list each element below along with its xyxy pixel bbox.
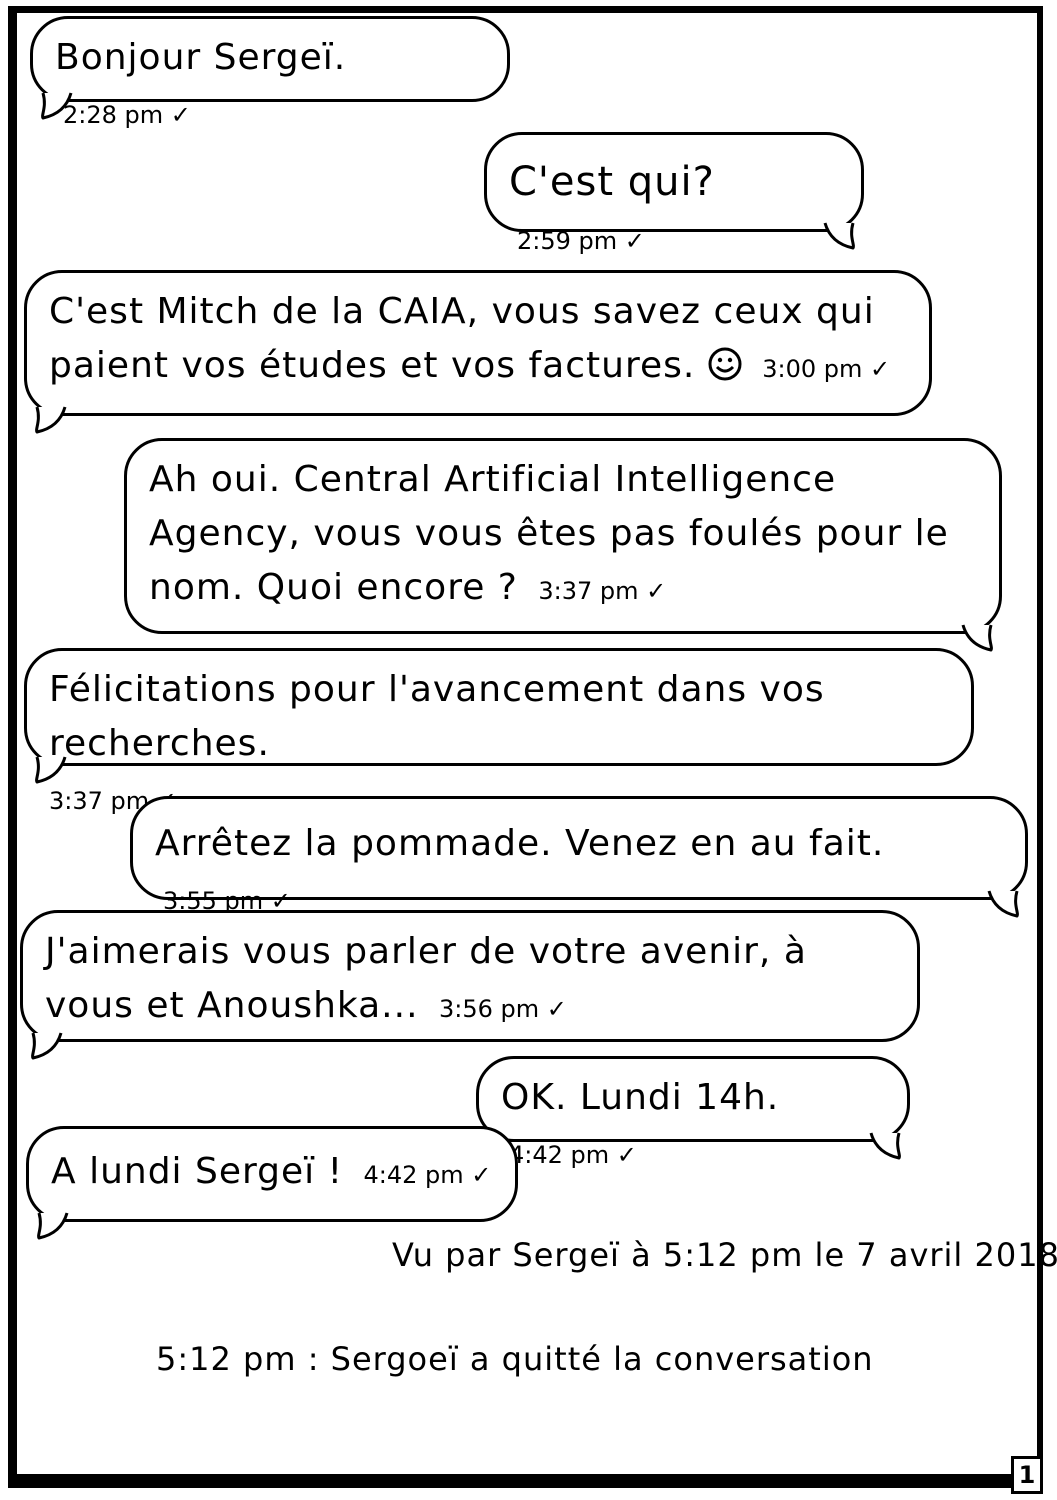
message-bubble: Arrêtez la pommade. Venez en au fait. 3:… xyxy=(130,796,1028,918)
left-conversation-notice: 5:12 pm : Sergoeï a quitté la conversati… xyxy=(156,1340,874,1378)
message-text: OK. Lundi 14h. xyxy=(501,1077,780,1118)
seen-status: Vu par Sergeï à 5:12 pm le 7 avril 2018 xyxy=(392,1236,1057,1274)
bubble-tail xyxy=(41,92,73,120)
bubble-tail xyxy=(35,756,67,784)
message-time: 3:56 pm ✓ xyxy=(438,995,567,1023)
message-bubble: Bonjour Sergeï. 2:28 pm ✓ xyxy=(30,16,510,129)
message-text: Félicitations pour l'avancement dans vos… xyxy=(49,669,825,764)
bubble-tail xyxy=(823,222,855,250)
bubble-tail xyxy=(987,890,1019,918)
check-icon: ✓ xyxy=(270,887,291,915)
message-text: Bonjour Sergeï. xyxy=(55,37,347,78)
message-time: 4:42 pm ✓ xyxy=(509,1141,637,1169)
comic-panel-frame xyxy=(8,6,1043,1488)
bubble-tail xyxy=(35,406,67,434)
message-text: Ah oui. Central Artificial Intelligence … xyxy=(149,459,949,608)
check-icon: ✓ xyxy=(170,101,191,129)
check-icon: ✓ xyxy=(546,995,567,1023)
message-bubble: C'est Mitch de la CAIA, vous savez ceux … xyxy=(24,270,932,434)
message-text: A lundi Sergeï ! xyxy=(51,1151,344,1192)
message-bubble: J'aimerais vous parler de votre avenir, … xyxy=(20,910,920,1060)
bubble-tail xyxy=(31,1032,63,1060)
message-time: 3:00 pm ✓ xyxy=(762,355,891,383)
message-time: 2:28 pm ✓ xyxy=(63,101,191,129)
message-bubble: A lundi Sergeï ! 4:42 pm ✓ xyxy=(26,1126,518,1240)
check-icon: ✓ xyxy=(471,1161,492,1189)
message-bubble: Ah oui. Central Artificial Intelligence … xyxy=(124,438,1002,652)
message-time: 2:59 pm ✓ xyxy=(517,227,645,255)
message-time: 3:37 pm ✓ xyxy=(538,577,667,605)
bubble-tail xyxy=(37,1212,69,1240)
message-bubble: OK. Lundi 14h. 4:42 pm ✓ xyxy=(476,1056,910,1169)
message-text: J'aimerais vous parler de votre avenir, … xyxy=(45,931,807,1026)
bubble-tail xyxy=(961,624,993,652)
message-bubble: Félicitations pour l'avancement dans vos… xyxy=(24,648,974,815)
message-bubble: C'est qui? 2:59 pm ✓ xyxy=(484,132,864,255)
message-text: C'est qui? xyxy=(509,159,715,205)
check-icon: ✓ xyxy=(870,355,891,383)
check-icon: ✓ xyxy=(616,1141,637,1169)
message-text: C'est Mitch de la CAIA, vous savez ceux … xyxy=(49,291,875,386)
smiley-icon xyxy=(708,347,742,381)
page-number: 1 xyxy=(1011,1456,1043,1494)
bubble-tail xyxy=(869,1132,901,1160)
message-time: 4:42 pm ✓ xyxy=(363,1161,492,1189)
check-icon: ✓ xyxy=(646,577,667,605)
check-icon: ✓ xyxy=(624,227,645,255)
message-text: Arrêtez la pommade. Venez en au fait. xyxy=(155,823,885,864)
